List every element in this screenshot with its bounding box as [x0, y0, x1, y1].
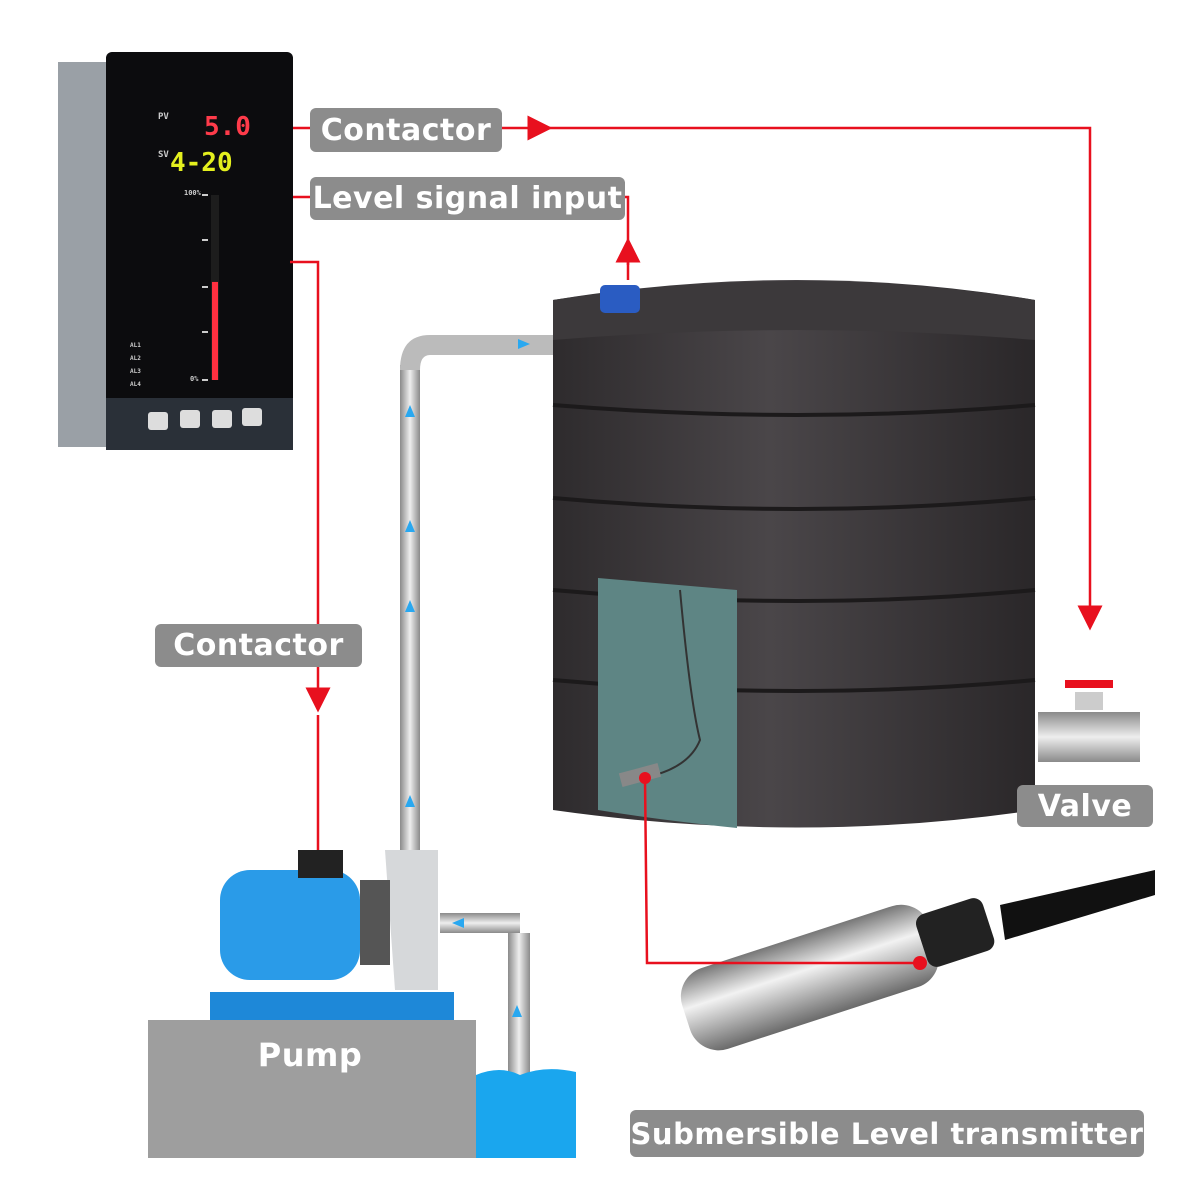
tank-cutaway: [598, 578, 737, 828]
probe-cable: [654, 589, 702, 776]
signal-lines: [290, 115, 1103, 965]
valve-label: Valve: [1017, 785, 1153, 827]
scale-top: 100%: [184, 189, 201, 197]
pump: [148, 850, 476, 1158]
water-source: [476, 1069, 576, 1158]
signal-dot: [639, 772, 651, 784]
contactor-left-label: Contactor: [155, 624, 362, 667]
down-button[interactable]: [212, 410, 232, 428]
valve: [1038, 680, 1140, 762]
level-signal-input-label: Level signal input: [310, 177, 625, 220]
alarm-3: AL3: [130, 368, 141, 375]
level-controller: [58, 52, 293, 450]
submersible-level-transmitter: [680, 870, 1155, 1051]
alarm-4: AL4: [130, 381, 141, 388]
up-button[interactable]: [242, 408, 262, 426]
flow-arrows: [405, 339, 530, 1017]
transmitter-label: Submersible Level transmitter: [630, 1110, 1144, 1157]
alarm-1: AL1: [130, 342, 141, 349]
pv-value: 5.0: [204, 112, 251, 142]
alarm-2: AL2: [130, 355, 141, 362]
pump-base: [148, 1020, 476, 1158]
contactor-top-label: Contactor: [310, 108, 502, 152]
signal-dot: [913, 956, 927, 970]
valve-handle: [1065, 680, 1113, 688]
left-button[interactable]: [180, 410, 200, 428]
water-tank: [552, 280, 1036, 828]
pv-label: PV: [158, 112, 169, 122]
refresh-button[interactable]: [148, 412, 168, 430]
sv-value: 4-20: [170, 148, 233, 178]
tank-sensor-port: [600, 285, 640, 313]
sv-label: SV: [158, 150, 169, 160]
pump-label: Pump: [257, 1036, 363, 1074]
scale-bottom: 0%: [190, 375, 199, 383]
level-bar-fill: [212, 281, 218, 380]
